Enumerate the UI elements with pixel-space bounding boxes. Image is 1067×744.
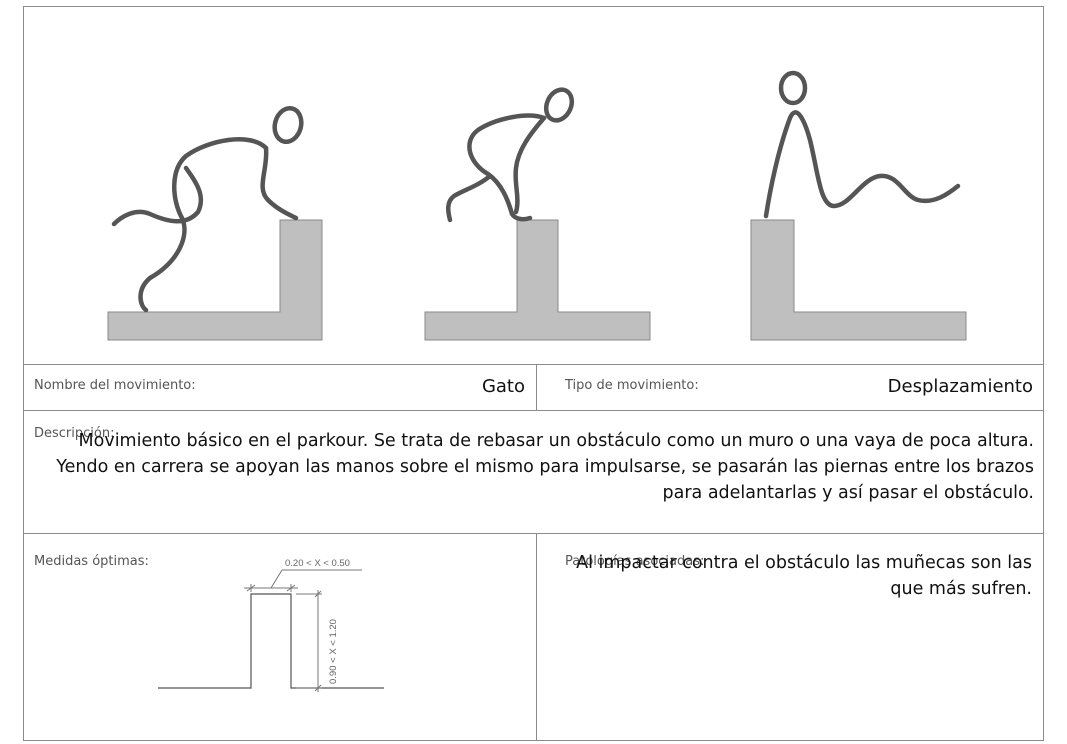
obstacle-phase-2 xyxy=(424,219,651,341)
tipo-label: Tipo de movimiento: xyxy=(565,378,699,393)
arm-phase-1 xyxy=(260,145,299,221)
width-measure-text: 0.20 < X < 0.50 xyxy=(285,558,350,569)
front-leg-phase-1 xyxy=(111,165,204,227)
figure-phase-2 xyxy=(446,87,575,223)
width-leader xyxy=(270,569,283,589)
tipo-value: Desplazamiento xyxy=(887,376,1033,397)
height-tick-top xyxy=(314,590,322,598)
sheet-frame xyxy=(23,6,1044,741)
movement-illustration xyxy=(107,70,967,341)
figure-phase-1 xyxy=(111,105,304,313)
measures-diagram: 0.20 < X < 0.50 0.90 < X < 1.20 xyxy=(158,558,384,692)
obstacle-phase-1 xyxy=(107,219,323,341)
medidas-label: Medidas óptimas: xyxy=(34,554,149,569)
head-phase-3 xyxy=(778,70,808,106)
obstacle-phase-3 xyxy=(750,219,967,341)
divider-illustration xyxy=(23,364,1044,365)
divider-description xyxy=(23,533,1044,534)
body-back-leg-phase-1 xyxy=(138,137,269,313)
patologias-text: Al impactar contra el obstáculo las muñe… xyxy=(576,553,1032,599)
height-measure-text: 0.90 < X < 1.20 xyxy=(328,619,339,684)
divider-name-type xyxy=(536,364,537,410)
height-tick-bottom xyxy=(314,684,322,692)
head-phase-2 xyxy=(543,87,575,123)
body-legs-phase-3 xyxy=(763,110,961,219)
descripcion-text: Movimiento básico en el parkour. Se trat… xyxy=(56,431,1034,503)
leg-phase-2 xyxy=(446,173,493,223)
nombre-label: Nombre del movimiento: xyxy=(34,378,196,393)
arm-phase-2 xyxy=(513,115,547,215)
divider-measures-pathologies xyxy=(536,533,537,741)
width-tick-left xyxy=(246,584,256,592)
divider-name-row xyxy=(23,410,1044,411)
figure-phase-3 xyxy=(763,70,961,219)
nombre-value: Gato xyxy=(481,376,525,397)
width-tick-right xyxy=(286,584,296,592)
obstacle-profile xyxy=(158,593,384,689)
body-phase-2 xyxy=(467,113,547,222)
descripcion-label: Descripción: xyxy=(34,426,115,441)
head-phase-1 xyxy=(272,105,304,145)
patologias-label: Patologías asociadas: xyxy=(565,554,705,569)
